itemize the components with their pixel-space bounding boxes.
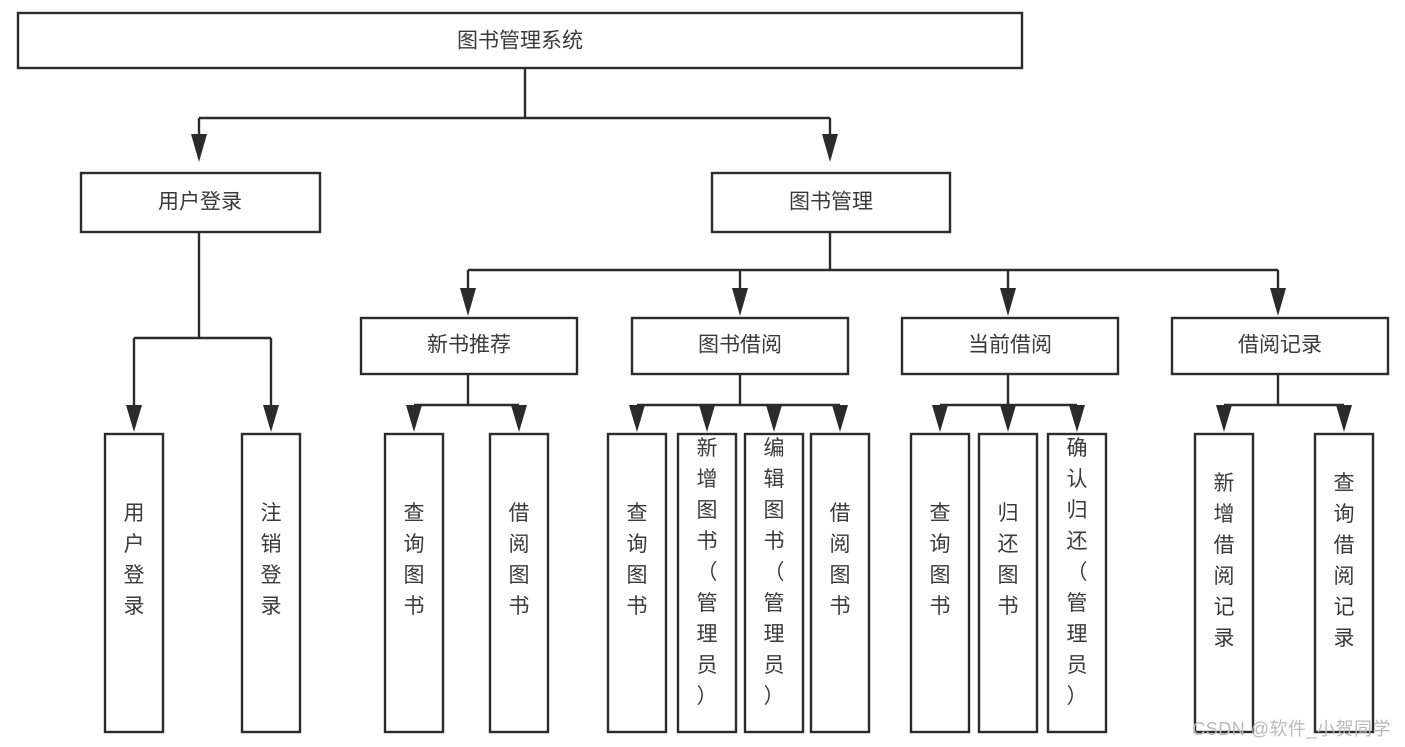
- node-root-system-box[interactable]: [16, 11, 1024, 70]
- leaf-node-label: 查询借阅记录: [1334, 472, 1355, 650]
- node-new-book-recommend-label: 新书推荐: [427, 334, 511, 357]
- leaf-node-box[interactable]: [977, 432, 1039, 734]
- leaf-node[interactable]: 查询图书: [606, 432, 668, 734]
- leaf-node[interactable]: 查询借阅记录: [1313, 432, 1375, 734]
- leaf-node-label: 新增借阅记录: [1214, 472, 1235, 650]
- leaf-node-label: 借阅图书: [830, 502, 851, 618]
- node-current-borrow-label: 当前借阅: [968, 334, 1052, 357]
- leaf-node-label: 新增图书（管理员）: [697, 437, 718, 708]
- leaf-node-label: 查询图书: [404, 502, 425, 618]
- arrow-icon-bookborrow-leaf-1: [629, 405, 645, 432]
- arrow-icon-to-current-borrow: [1000, 288, 1016, 316]
- leaf-node[interactable]: 注销登录: [240, 432, 302, 734]
- node-borrow-record-label: 借阅记录: [1238, 334, 1322, 357]
- node-book-borrow-label: 图书借阅: [698, 334, 782, 357]
- node-book-manage-label: 图书管理: [789, 191, 873, 214]
- leaf-node[interactable]: 归还图书: [977, 432, 1039, 734]
- node-borrow-record[interactable]: 借阅记录: [1170, 316, 1390, 376]
- arrow-icon-userlogin-leaf-2: [263, 405, 279, 432]
- leaf-node-label: 借阅图书: [509, 502, 530, 618]
- arrow-icon-userlogin-leaf-1: [126, 405, 142, 432]
- leaf-node-label: 查询图书: [627, 502, 648, 618]
- node-user-login-label: 用户登录: [158, 191, 242, 214]
- node-root-system-label: 图书管理系统: [457, 30, 583, 53]
- leaf-node-box[interactable]: [743, 432, 805, 734]
- node-user-login[interactable]: 用户登录: [79, 171, 322, 234]
- arrow-icon-to-borrow-record: [1270, 288, 1286, 316]
- leaf-node-label: 注销登录: [261, 502, 282, 618]
- leaf-node-box[interactable]: [103, 432, 165, 734]
- arrow-icon-bookborrow-leaf-4: [832, 405, 848, 432]
- arrow-icon-newbook-leaf-1: [406, 405, 422, 432]
- node-book-manage[interactable]: 图书管理: [710, 171, 952, 234]
- leaf-node[interactable]: 用户登录: [103, 432, 165, 734]
- arrow-icon-currentborrow-leaf-3: [1069, 405, 1085, 432]
- node-new-book-recommend[interactable]: 新书推荐: [359, 316, 579, 376]
- leaf-node-box[interactable]: [809, 432, 871, 734]
- leaf-node-box[interactable]: [606, 432, 668, 734]
- node-current-borrow-box[interactable]: [900, 316, 1120, 376]
- arrow-icon-to-book-manage: [822, 134, 838, 162]
- leaf-node[interactable]: 新增借阅记录: [1193, 432, 1255, 734]
- leaf-node-box[interactable]: [240, 432, 302, 734]
- leaf-node-label: 归还图书: [998, 502, 1019, 618]
- arrow-icon-borrowrecord-leaf-1: [1216, 405, 1232, 432]
- leaf-node-box[interactable]: [488, 432, 550, 734]
- node-book-borrow-box[interactable]: [630, 316, 850, 376]
- leaf-node-label: 用户登录: [124, 502, 145, 618]
- leaf-node[interactable]: 借阅图书: [488, 432, 550, 734]
- node-book-manage-box[interactable]: [710, 171, 952, 234]
- leaf-node-box[interactable]: [1313, 432, 1375, 734]
- node-book-borrow[interactable]: 图书借阅: [630, 316, 850, 376]
- arrow-icon-to-user-login: [191, 134, 207, 162]
- leaf-node-box[interactable]: [1046, 432, 1108, 734]
- leaf-node-label: 查询图书: [930, 502, 951, 618]
- leaf-node-box[interactable]: [1193, 432, 1255, 734]
- leaf-node-box[interactable]: [676, 432, 738, 734]
- node-borrow-record-box[interactable]: [1170, 316, 1390, 376]
- leaf-node-box[interactable]: [383, 432, 445, 734]
- node-new-book-recommend-box[interactable]: [359, 316, 579, 376]
- node-current-borrow[interactable]: 当前借阅: [900, 316, 1120, 376]
- arrow-icon-bookborrow-leaf-3: [766, 405, 782, 432]
- leaf-node-label: 确认归还（管理员）: [1067, 437, 1088, 708]
- arrow-icon-borrowrecord-leaf-2: [1336, 405, 1352, 432]
- leaf-node[interactable]: 新增图书（管理员）: [676, 432, 738, 734]
- arrow-icon-bookborrow-leaf-2: [699, 405, 715, 432]
- leaf-node[interactable]: 确认归还（管理员）: [1046, 432, 1108, 734]
- leaf-node-label: 编辑图书（管理员）: [764, 437, 785, 708]
- arrow-icon-currentborrow-leaf-1: [932, 405, 948, 432]
- leaf-node[interactable]: 查询图书: [909, 432, 971, 734]
- leaf-node[interactable]: 查询图书: [383, 432, 445, 734]
- arrow-icon-currentborrow-leaf-2: [1000, 405, 1016, 432]
- leaf-node[interactable]: 编辑图书（管理员）: [743, 432, 805, 734]
- arrow-icon-newbook-leaf-2: [511, 405, 527, 432]
- leaf-node-box[interactable]: [909, 432, 971, 734]
- arrow-icon-to-book-borrow: [732, 288, 748, 316]
- node-root-system[interactable]: 图书管理系统: [16, 11, 1024, 70]
- node-user-login-box[interactable]: [79, 171, 322, 234]
- arrow-icon-to-new-book: [460, 288, 476, 316]
- connector-layer: [126, 68, 1352, 432]
- leaf-node[interactable]: 借阅图书: [809, 432, 871, 734]
